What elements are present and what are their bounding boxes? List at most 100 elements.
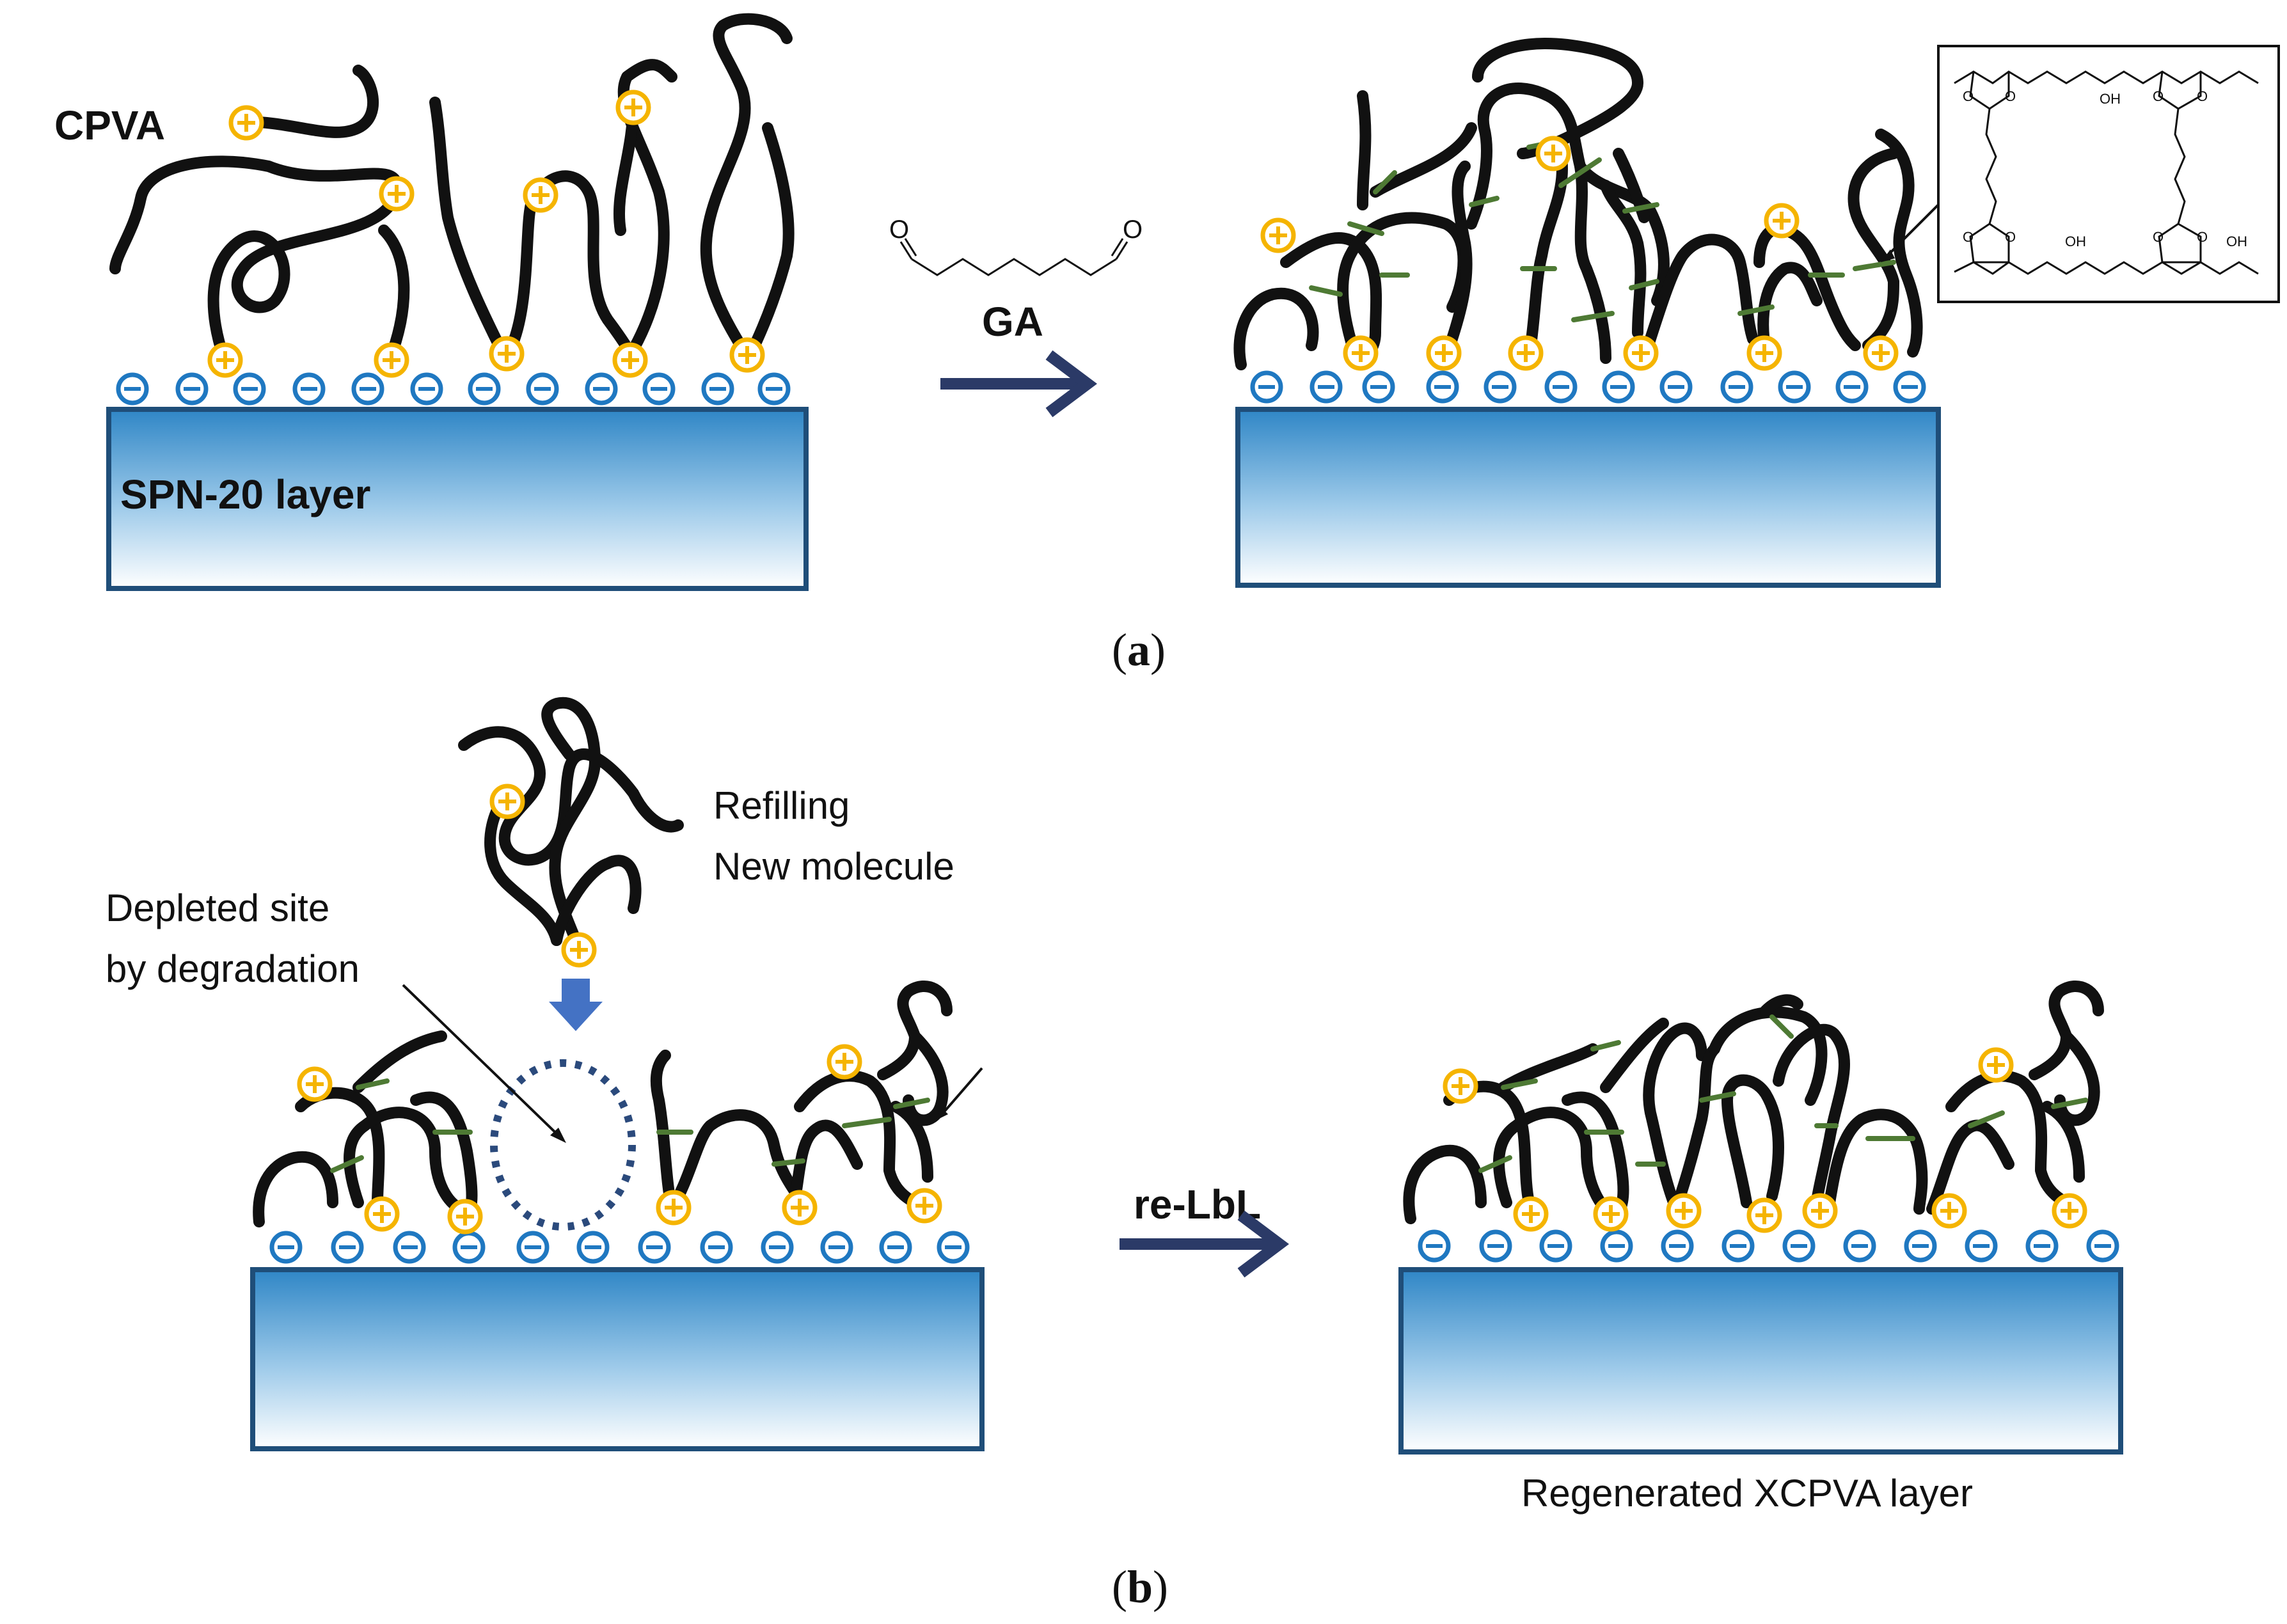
negative-charge-row-a-right [1253,373,1924,401]
polymer-chain [877,980,953,1080]
plus-circle-icon [299,1069,330,1100]
arrow-right-icon [1120,1210,1289,1278]
minus-circle-icon [1838,373,1866,401]
polymer-chain [700,13,793,364]
minus-circle-icon [178,375,206,403]
minus-circle-icon [1602,1232,1631,1260]
plus-circle-icon [732,340,763,370]
minus-circle-icon [395,1233,423,1261]
plus-circle-icon [491,338,522,369]
polymer-chain [1403,1144,1487,1224]
minus-circle-icon [1895,373,1924,401]
depleted-site-pointer [402,984,564,1141]
plus-circle-icon [1865,338,1896,368]
refill-label-line1: Refilling [713,784,850,827]
minus-circle-icon [1906,1232,1935,1260]
plus-circle-icon [784,1192,815,1223]
plus-circle-icon [1345,338,1376,368]
inset-oxygen: O [2197,229,2208,245]
plus-circle-icon [618,92,649,123]
plus-circle-icon [658,1192,689,1223]
minus-circle-icon [1967,1232,1995,1260]
refilling-molecule [458,697,684,959]
inset-callout-line [1883,203,1940,260]
positive-charges-a-left [210,92,763,375]
polymer-chain [890,1101,933,1183]
polymer-chain [650,1050,677,1215]
polymer-chain [109,155,403,364]
polymer-chain [1643,1022,1707,1215]
cpva-chains-a-left [109,13,795,364]
crosslinks-b-right [1478,1014,2088,1173]
polymer-chain [794,1070,933,1215]
positive-charges-b-left [299,1069,480,1232]
minus-circle-icon [1420,1232,1448,1260]
polymer-chain [378,225,410,364]
depleted-site-arrowhead [550,1128,566,1143]
crosslinks-a-right [1309,138,1896,322]
ga-oxygen-right: O [1123,216,1143,244]
panel-b: Refilling New molecule Depleted site by … [106,697,2123,1612]
polymer-chain [541,697,601,959]
plus-circle-icon [1626,338,1656,368]
panel-a: CPVA SPN-20 layer O O GA [54,13,2280,675]
minus-circle-icon [295,375,323,403]
polymer-chain [500,170,639,364]
minus-circle-icon [1662,373,1690,401]
substrate-label: SPN-20 layer [120,471,370,517]
negative-charge-row-b-left [272,1233,967,1261]
minus-circle-icon [702,1233,731,1261]
minus-circle-icon [470,375,498,403]
polymer-chain [458,726,684,866]
plus-circle-icon [1428,338,1459,368]
minus-circle-icon [1365,373,1393,401]
plus-circle-icon [1515,1199,1546,1229]
plus-circle-icon [1668,1195,1699,1226]
plus-circle-icon [1766,205,1797,236]
refill-label-line2: New molecule [713,845,954,888]
plus-circle-icon [376,345,407,375]
minus-circle-icon [528,375,557,403]
minus-circle-icon [1604,373,1633,401]
polymer-chain [1600,180,1647,338]
polymer-chain [1721,1074,1784,1208]
reagent-label: GA [982,299,1043,345]
xcpva-chains-b-left [253,1030,478,1227]
polymer-chain [1670,1043,1720,1215]
panel-a-tag: (a) [1112,624,1166,675]
polymer-chain [1613,148,1650,223]
plus-circle-icon [1263,220,1294,251]
polymer-chain [1760,994,1803,1016]
polymer-chain [1945,1070,2085,1215]
plus-circle-icon [564,934,594,965]
polymer-chain [1493,1107,1611,1215]
plus-circle-icon [1981,1050,2011,1080]
crosslinks-b-left-right [656,1098,930,1167]
negative-charge-row-b-right [1420,1232,2117,1260]
minus-circle-icon [763,1233,791,1261]
arrow-right-icon [940,350,1097,418]
polymer-chain [352,1030,447,1093]
depleted-label-line1: Depleted site [106,887,329,929]
inset-hydroxyl: OH [2226,233,2247,249]
plus-circle-icon [1538,138,1569,169]
plus-circle-icon [2054,1195,2085,1226]
polymer-chain [551,855,642,946]
minus-circle-icon [1780,373,1808,401]
polymer-chain [1466,83,1611,364]
polymer-chain [1824,1108,1928,1215]
minus-circle-icon [645,375,673,403]
inset-hydroxyl: OH [2065,233,2086,249]
polymer-chain [1600,1018,1669,1093]
arrow-down-icon [549,979,603,1031]
minus-circle-icon [1547,373,1575,401]
minus-circle-icon [2089,1232,2117,1260]
polymer-chain [787,1119,863,1215]
polymer-chain [1757,262,1823,358]
plus-circle-icon [829,1046,860,1077]
ga-oxygen-left: O [889,216,909,244]
crosslinks-b-left [330,1078,473,1173]
polymer-chain [903,1030,949,1126]
polymer-chain [253,1151,338,1227]
